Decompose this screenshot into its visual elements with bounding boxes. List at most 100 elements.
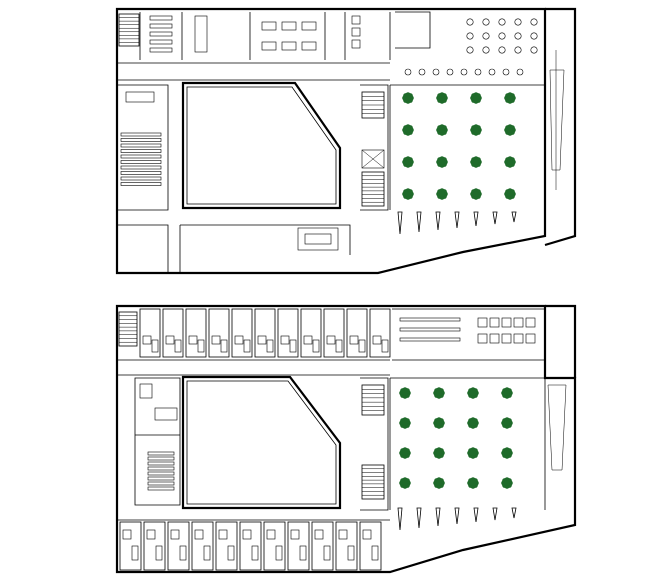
round-table [482,46,490,54]
bed [289,339,297,353]
stair-lower-west [118,311,138,347]
bed [227,545,235,561]
round-table [482,18,490,26]
round-table [530,32,538,40]
desk [149,39,173,45]
wc-stall [351,27,361,37]
bed [203,545,211,561]
round-table [514,32,522,40]
seat-row [120,132,162,137]
tree-symbol [433,477,445,489]
bed [335,339,343,353]
tree-symbol [504,92,516,104]
bath-fixture [349,335,359,345]
unit-room [191,521,214,571]
bed [151,339,159,353]
tree-crown [507,127,513,133]
bath-fixture [234,335,244,345]
lab-bench [399,317,461,322]
seat-row [120,149,162,153]
facade-fin [511,507,517,519]
bath-fixture [218,529,228,540]
upper-floor-plan [115,7,577,275]
lab-table [501,317,512,328]
round-table [466,18,474,26]
round-table [460,68,468,76]
bed [299,545,307,561]
tree-crown [436,480,442,486]
stair-lower-central [361,384,385,500]
lab-table [489,317,500,328]
desk [261,41,277,51]
unit-room [119,521,142,571]
bath-fixture [372,335,382,345]
bed [251,545,259,561]
tree-symbol [402,92,414,104]
bath-fixture [188,335,198,345]
bed [155,545,163,561]
tree-crown [473,95,479,101]
seat-row [120,138,162,142]
tree-crown [402,480,408,486]
seat-row [120,143,162,148]
facade-fin [397,211,403,235]
round-table [466,32,474,40]
desk [261,21,277,31]
tree-symbol [504,124,516,136]
lab-table [477,317,488,328]
tree-crown [405,191,411,197]
tree-symbol [501,477,513,489]
bed [197,339,205,353]
unit-room [162,308,184,358]
unit-room [231,308,253,358]
lab-table [525,317,536,328]
desk [149,47,173,53]
cabinet [139,383,153,399]
bath-fixture [338,529,348,540]
tree-crown [473,191,479,197]
lab-table [477,333,488,344]
tree-symbol [504,156,516,168]
tree-crown [402,450,408,456]
bath-fixture [266,529,276,540]
unit-room [139,308,161,358]
round-table [432,68,440,76]
round-table [514,46,522,54]
facade-fin [454,507,460,525]
bed [131,545,139,561]
bed [312,339,320,353]
bath-fixture [257,335,267,345]
wc-stall [351,15,361,25]
bed [179,545,187,561]
stair-outline [361,171,385,207]
lab-bench [399,337,461,342]
tree-symbol [467,447,479,459]
stair-central [361,91,385,207]
tree-symbol [436,156,448,168]
unit-room [143,521,166,571]
seat-row [120,154,162,159]
round-table [474,68,482,76]
stair-outline [118,13,140,47]
tree-crown [470,390,476,396]
tree-symbol [433,387,445,399]
bed [381,339,389,353]
lab-bench [399,327,461,332]
bath-fixture [146,529,156,540]
seat-row [147,466,175,471]
unit-room [254,308,276,358]
tree-crown [405,159,411,165]
lower-atrium-trees [399,387,513,489]
round-table [498,18,506,26]
unit-room [239,521,262,571]
desk [149,23,173,29]
bed [323,545,331,561]
upper-east-facade [544,7,577,247]
cafeteria-tables [404,18,538,76]
bed [358,339,366,353]
seat-row [147,471,175,476]
bath-fixture [290,529,300,540]
unit-room [311,521,334,571]
desk [281,41,297,51]
seat-row [120,176,162,181]
